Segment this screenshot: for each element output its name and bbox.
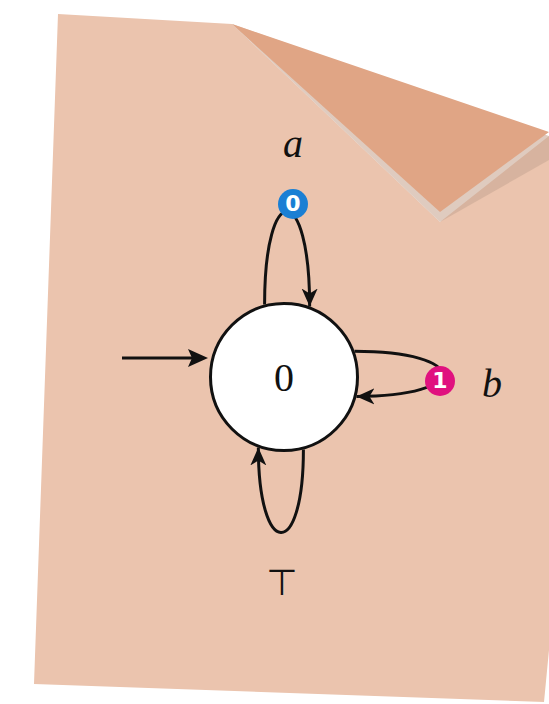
initial-arrow-head — [188, 349, 208, 367]
self-loop — [265, 212, 310, 307]
state-label: 0 — [274, 354, 294, 401]
priority-badge: 1 — [425, 366, 455, 396]
priority-badge: 0 — [278, 189, 308, 219]
paper-fold — [232, 24, 549, 212]
paper-ground — [34, 14, 549, 702]
fold-shadow — [232, 24, 549, 222]
state-circle: 0 — [209, 302, 359, 452]
transition-label: a — [283, 120, 303, 167]
transition-label: b — [482, 360, 502, 407]
self-loop — [258, 447, 303, 532]
initial-arrow — [122, 357, 196, 360]
transition-label: ⊤ — [266, 562, 297, 603]
